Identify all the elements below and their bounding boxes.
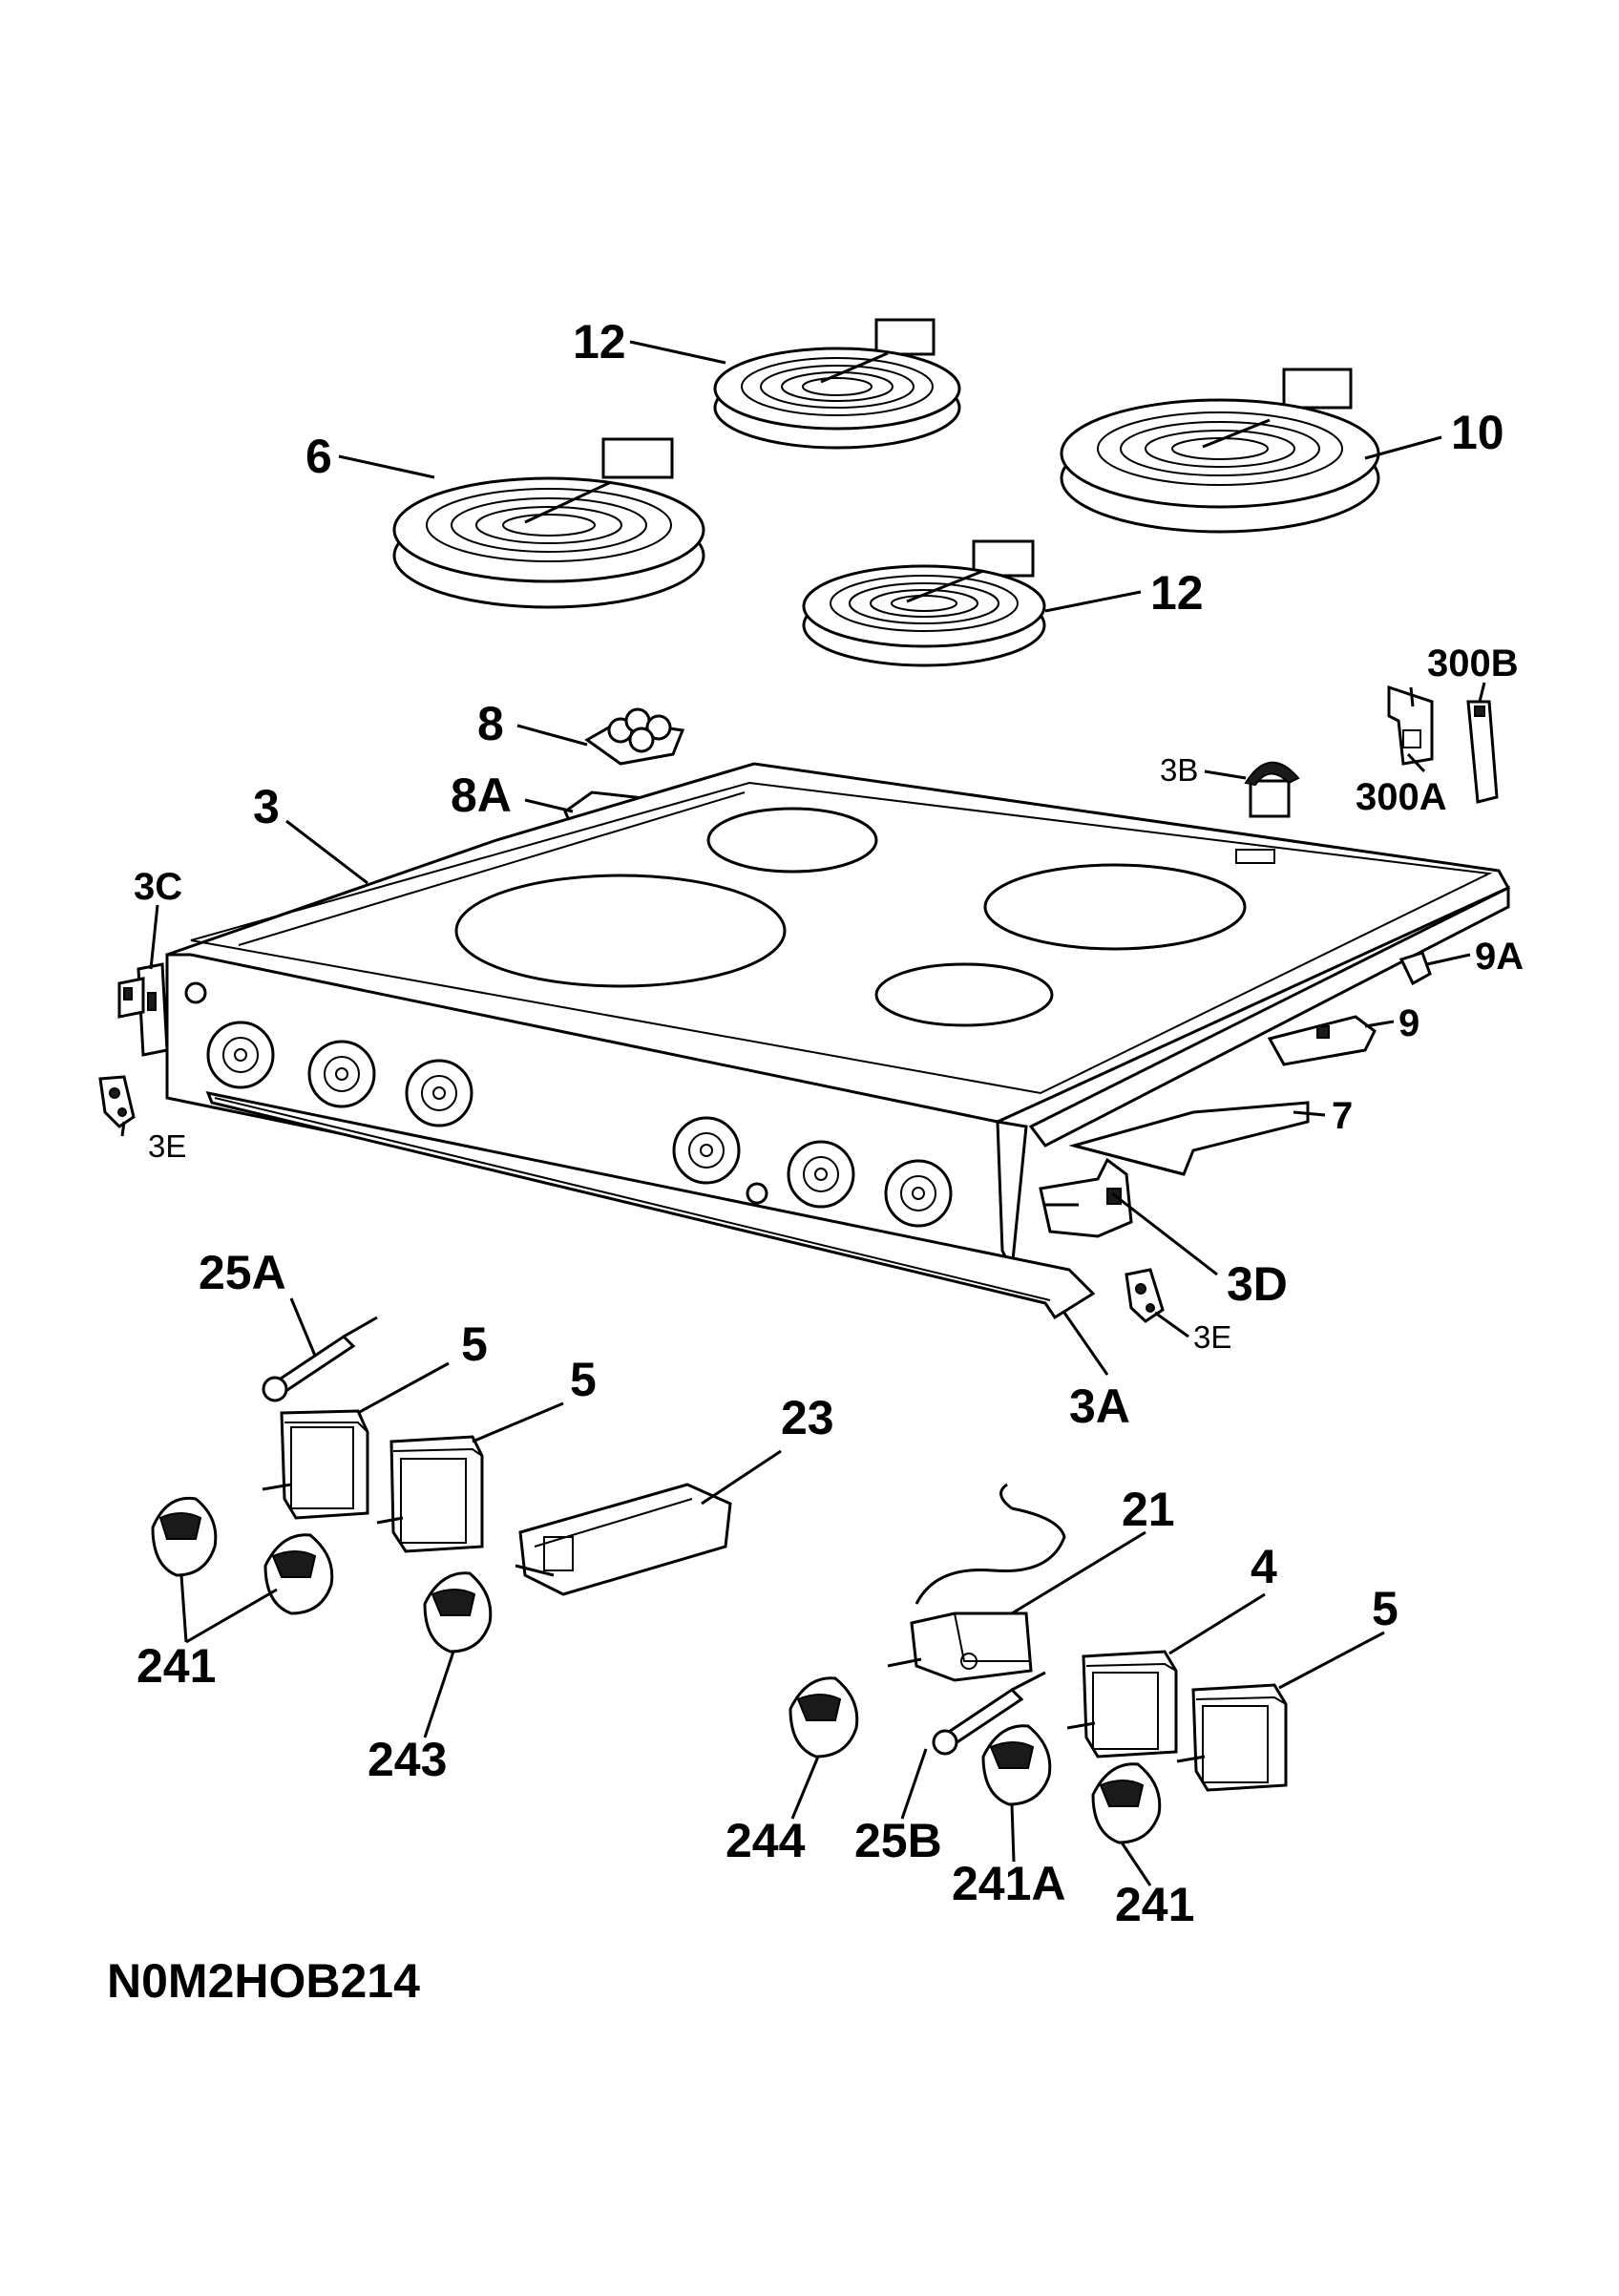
label-part-300A: 300A — [1356, 776, 1447, 818]
label-element-6: 6 — [305, 430, 332, 483]
label-part-3E-left: 3E — [148, 1128, 186, 1164]
knob-241-b — [263, 1533, 334, 1615]
hotplate-12-mid — [802, 539, 1046, 667]
label-part-5-a: 5 — [461, 1317, 488, 1371]
rail-7 — [1068, 1101, 1310, 1176]
bracket-3E-right — [1125, 1268, 1165, 1323]
label-element-10: 10 — [1451, 406, 1504, 459]
bracket-3C — [117, 962, 169, 1057]
leader-lines — [120, 340, 1486, 1886]
label-part-25B: 25B — [854, 1814, 942, 1867]
switch-5-b — [376, 1435, 484, 1553]
bracket-3D — [1039, 1157, 1133, 1238]
bracket-9 — [1267, 1015, 1377, 1066]
label-part-300B: 300B — [1427, 642, 1519, 685]
label-part-5-c: 5 — [1372, 1582, 1398, 1635]
energy-regulator-23 — [515, 1483, 732, 1596]
label-part-243: 243 — [368, 1733, 447, 1786]
label-element-12-top: 12 — [573, 315, 626, 369]
knob-244 — [788, 1676, 859, 1759]
label-part-21: 21 — [1122, 1483, 1175, 1536]
label-part-23: 23 — [781, 1391, 834, 1444]
label-part-241A: 241A — [952, 1857, 1066, 1910]
terminal-block-8 — [584, 707, 685, 766]
label-part-8: 8 — [477, 697, 504, 750]
label-part-5-b: 5 — [570, 1353, 597, 1406]
label-part-9: 9 — [1398, 1002, 1419, 1044]
hotplate-10 — [1060, 368, 1380, 534]
label-part-3: 3 — [253, 780, 280, 833]
bracket-300A — [1387, 685, 1434, 766]
diagram-code: N0M2HOB214 — [107, 1954, 420, 2008]
switch-5-c — [1176, 1683, 1288, 1792]
neon-25B — [932, 1671, 1046, 1756]
thermostat-21 — [887, 1483, 1066, 1682]
hotplate-6 — [392, 437, 705, 609]
knob-243 — [423, 1571, 493, 1654]
label-part-25A: 25A — [199, 1246, 286, 1299]
label-element-12-mid: 12 — [1150, 566, 1204, 620]
clip-9A — [1398, 951, 1432, 986]
knob-241-a — [151, 1496, 218, 1577]
trim-strip-3A — [205, 1090, 1096, 1320]
label-part-9A: 9A — [1475, 936, 1524, 978]
knob-241-c — [1091, 1762, 1162, 1844]
label-part-3E-right: 3E — [1193, 1319, 1231, 1355]
label-part-7: 7 — [1332, 1095, 1353, 1137]
label-part-3B: 3B — [1160, 752, 1198, 788]
hob-assembly-3 — [165, 762, 1511, 1275]
cap-3B — [1244, 761, 1300, 818]
label-part-3A: 3A — [1069, 1380, 1130, 1433]
bracket-3E-left — [98, 1075, 136, 1128]
switch-5-a — [262, 1409, 369, 1520]
clip-300B — [1466, 700, 1499, 804]
label-part-8A: 8A — [451, 769, 512, 822]
label-part-241-left: 241 — [137, 1639, 216, 1693]
label-part-241-right: 241 — [1115, 1878, 1194, 1931]
switch-4 — [1066, 1650, 1178, 1759]
label-part-3D: 3D — [1227, 1257, 1288, 1311]
knob-241A — [981, 1724, 1052, 1806]
label-part-244: 244 — [725, 1814, 806, 1867]
hotplate-12-top — [713, 318, 961, 450]
neon-25A — [262, 1316, 378, 1402]
label-part-4: 4 — [1251, 1540, 1277, 1593]
label-part-3C: 3C — [134, 866, 182, 908]
